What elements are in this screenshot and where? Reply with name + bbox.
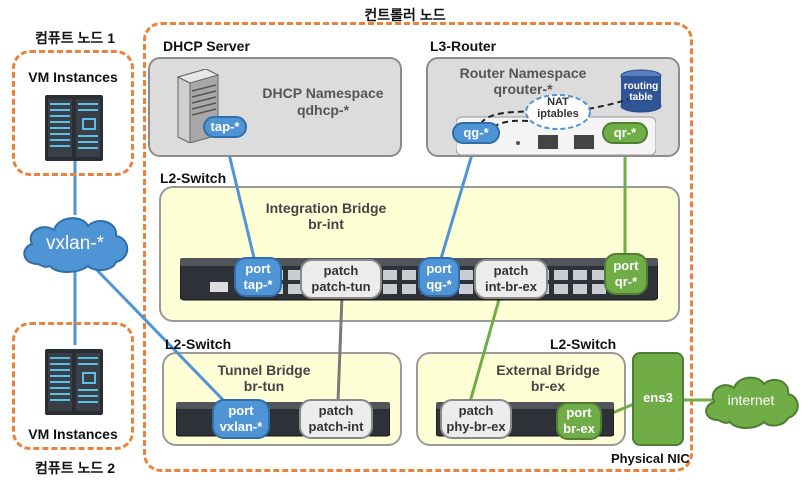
switch-port-slot xyxy=(288,284,302,294)
switch-port-slot xyxy=(573,270,587,280)
nat-label: NAT iptables xyxy=(526,96,590,120)
switch-port-slot xyxy=(383,270,397,280)
external-title-line2: br-ex xyxy=(530,378,566,394)
switch-port-slot xyxy=(554,284,568,294)
dhcp-title: DHCP Server xyxy=(163,38,250,54)
ext-port-brex-line1: port xyxy=(566,405,592,420)
int-port-tap-line2: tap-* xyxy=(243,277,273,292)
external-switch-label: L2-Switch xyxy=(550,336,617,352)
server-rack-icon xyxy=(45,349,103,415)
link-vxlan-tunnel xyxy=(93,266,230,407)
router-namespace-line2: qrouter-* xyxy=(493,81,553,97)
switch-port-slot xyxy=(402,284,416,294)
internet-cloud-label: internet xyxy=(727,392,775,408)
switch-port-slot xyxy=(592,284,606,294)
int-patch-tun: patch patch-tun xyxy=(300,259,382,299)
tun-patch-int-line2: patch-int xyxy=(308,419,364,434)
ext-patch-phybrex-line1: patch xyxy=(458,403,494,418)
int-port-tap-line1: port xyxy=(245,261,271,276)
compute2-vm-label: VM Instances xyxy=(28,426,118,442)
tun-port-vxlan-line1: port xyxy=(228,403,254,418)
dhcp-tap-port-label: tap-* xyxy=(210,119,240,134)
int-port-qr-line2: qr-* xyxy=(614,274,638,289)
link-router-qg xyxy=(438,140,478,263)
nic-label: ens3 xyxy=(643,390,673,405)
int-patch-tun-line2: patch-tun xyxy=(311,279,371,294)
controller-title: 컨트롤러 노드 xyxy=(364,7,446,23)
int-port-tap: port tap-* xyxy=(234,257,282,297)
compute2-node: VM Instances xyxy=(12,322,134,450)
int-port-qg-line1: port xyxy=(426,261,452,276)
integration-title-line2: br-int xyxy=(308,216,344,232)
integration-title-line1: Integration Bridge xyxy=(265,200,387,216)
physical-nic: ens3 xyxy=(632,352,684,446)
compute1-vm-label: VM Instances xyxy=(28,69,118,85)
compute1-node: VM Instances xyxy=(12,50,134,176)
int-port-qg: port qg-* xyxy=(418,257,460,297)
vxlan-cloud-label: vxlan-* xyxy=(45,233,105,254)
router-namespace-line1: Router Namespace xyxy=(459,65,587,81)
dhcp-tap-port: tap-* xyxy=(203,116,247,138)
integration-switch-label: L2-Switch xyxy=(160,170,227,186)
tun-port-vxlan: port vxlan-* xyxy=(212,399,270,439)
switch-port-slot xyxy=(459,270,473,280)
tunnel-switch-label: L2-Switch xyxy=(165,336,232,352)
tunnel-title-line1: Tunnel Bridge xyxy=(217,362,311,378)
int-port-qr-line1: port xyxy=(613,258,639,273)
int-patch-intbrex-line2: int-br-ex xyxy=(485,279,537,294)
vxlan-cloud-icon xyxy=(23,217,129,273)
routing-table-icon xyxy=(620,69,662,113)
ext-patch-phybrex-line2: phy-br-ex xyxy=(446,419,506,434)
tun-port-vxlan-line2: vxlan-* xyxy=(219,419,263,434)
nat-line1: NAT xyxy=(547,96,569,108)
router-qg-port-label: qg-* xyxy=(463,125,489,140)
tunnel-title-line2: br-tun xyxy=(243,378,285,394)
switch-port-slot xyxy=(402,270,416,280)
external-title-line1: External Bridge xyxy=(496,362,600,378)
link-intbrex-phybrex xyxy=(468,295,502,403)
ext-port-brex: port br-ex xyxy=(556,402,602,440)
switch-port-slot xyxy=(288,270,302,280)
ext-port-brex-line2: br-ex xyxy=(563,421,595,436)
int-patch-tun-line1: patch xyxy=(323,263,359,278)
int-port-qr: port qr-* xyxy=(604,253,648,295)
int-patch-intbrex: patch int-br-ex xyxy=(474,259,548,299)
router-qr-port: qr-* xyxy=(602,122,648,144)
dhcp-namespace-line1: DHCP Namespace xyxy=(262,85,384,101)
switch-port-slot xyxy=(573,284,587,294)
nat-line2: iptables xyxy=(537,108,579,120)
int-patch-intbrex-line1: patch xyxy=(493,263,529,278)
router-qr-port-label: qr-* xyxy=(613,125,637,140)
tun-patch-int-line1: patch xyxy=(318,403,354,418)
server-rack-icon xyxy=(45,95,103,161)
router-title: L3-Router xyxy=(430,38,497,54)
switch-port-slot xyxy=(383,284,397,294)
compute1-title: 컴퓨트 노드 1 xyxy=(35,30,115,46)
nic-caption: Physical NIC xyxy=(611,451,690,466)
switch-port-slot xyxy=(554,270,568,280)
compute2-title: 컴퓨트 노드 2 xyxy=(35,460,115,476)
dhcp-namespace-line2: qdhcp-* xyxy=(296,102,350,118)
ext-patch-phybrex: patch phy-br-ex xyxy=(440,399,512,439)
routing-table-line1: routing xyxy=(623,81,659,92)
dhcp-namespace-box: DHCP Namespace qdhcp-* xyxy=(148,57,402,157)
tun-patch-int: patch patch-int xyxy=(299,399,373,439)
controller-node xyxy=(143,22,693,472)
router-qg-port: qg-* xyxy=(452,122,500,144)
switch-port-slot xyxy=(592,270,606,280)
routing-table-line2: table xyxy=(629,92,653,103)
routing-table-label: routing table xyxy=(618,81,664,103)
switch-port-slot xyxy=(459,284,473,294)
link-patch-tun-int xyxy=(336,295,344,403)
int-port-qg-line2: qg-* xyxy=(426,277,452,292)
internet-cloud-icon xyxy=(705,376,799,429)
